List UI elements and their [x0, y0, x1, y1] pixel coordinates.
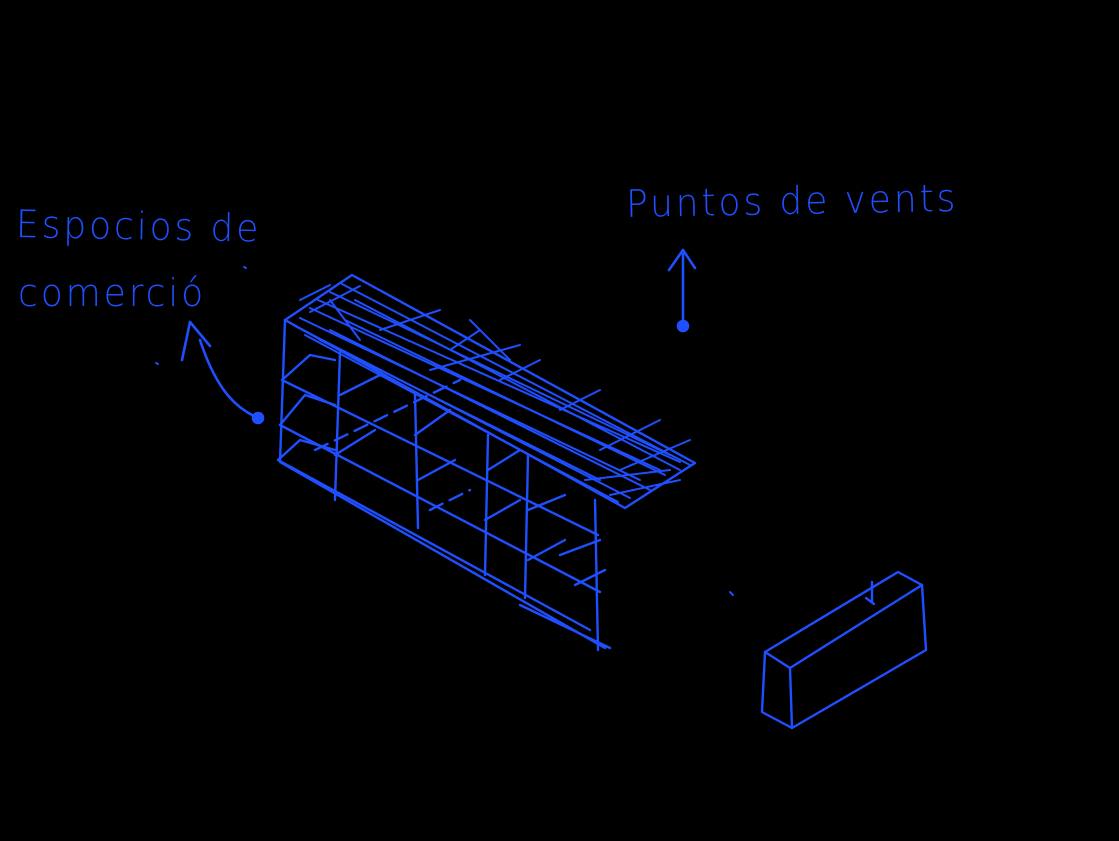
arrow-to-puntos — [669, 250, 695, 331]
small-box-mark — [866, 582, 874, 604]
lattice-structure — [278, 275, 695, 650]
depth-line-6 — [488, 450, 520, 470]
depth-line-9 — [560, 540, 600, 555]
arrow-to-comercio-dot — [253, 413, 263, 423]
arrow-to-comercio-shaft — [200, 340, 258, 418]
small-box-front — [762, 652, 792, 728]
speck-2 — [156, 363, 158, 364]
level-2 — [280, 425, 600, 592]
depth-line-3 — [418, 460, 455, 480]
depth-line-10 — [575, 570, 605, 585]
small-box — [762, 572, 926, 728]
small-box-side — [792, 585, 926, 728]
label-espacios-de: Espocios de — [16, 205, 262, 248]
left-depth-2 — [280, 395, 335, 425]
depth-line-7 — [528, 540, 565, 560]
depth-line-4 — [415, 410, 450, 435]
label-puntos-de-venta: Puntos de vents — [626, 179, 959, 223]
depth-line-2 — [340, 375, 380, 395]
speck-1 — [730, 592, 733, 595]
level-bottom — [278, 460, 590, 630]
arrow-to-comercio — [182, 322, 263, 423]
column-3 — [485, 435, 488, 575]
depth-line-1 — [335, 430, 375, 455]
arrow-to-puntos-dot — [678, 321, 688, 331]
small-box-top — [765, 572, 922, 668]
top-face-hatching — [295, 284, 690, 502]
column-1 — [335, 352, 340, 500]
column-4 — [525, 455, 528, 598]
depth-line-5 — [485, 500, 520, 520]
left-depth-1 — [282, 355, 335, 380]
hidden-line-2 — [430, 490, 470, 510]
stray-marks — [156, 267, 733, 595]
label-comercio: comerció — [18, 274, 206, 312]
column-2 — [415, 393, 418, 528]
speck-3 — [244, 267, 246, 268]
